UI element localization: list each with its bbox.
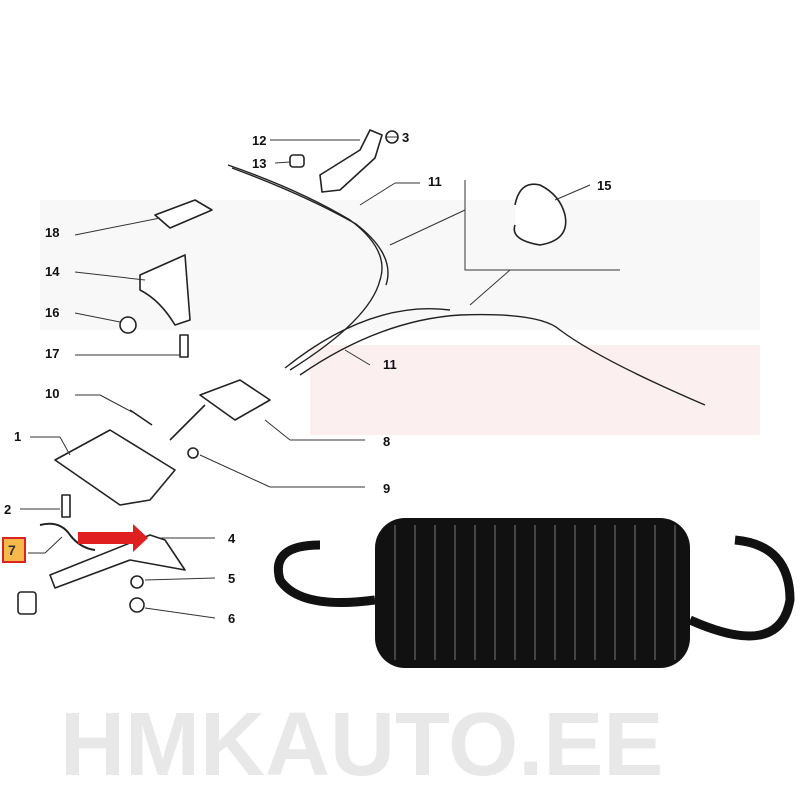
key-tool (17, 591, 37, 615)
nut-6 (129, 597, 145, 613)
callout-8: 8 (383, 434, 390, 449)
callout-17: 17 (45, 346, 59, 361)
plate-1 (54, 429, 176, 506)
callout-11-top: 11 (428, 174, 442, 189)
callout-18: 18 (45, 225, 59, 240)
callout-13: 13 (252, 156, 266, 171)
bushing-13 (289, 154, 305, 168)
callout-10: 10 (45, 386, 59, 401)
callout-4: 4 (228, 531, 236, 546)
callout-6: 6 (228, 611, 235, 626)
bolt-2 (61, 494, 71, 518)
callout-3: 3 (402, 130, 409, 145)
lever-4 (49, 534, 186, 589)
clip-15 (513, 183, 567, 246)
watermark-bottom: HMKAUTO.EE (60, 695, 663, 795)
callout-14: 14 (45, 264, 60, 279)
callout-5: 5 (228, 571, 235, 586)
lever-8 (169, 379, 271, 441)
callout-16: 16 (45, 305, 59, 320)
clip-18 (154, 199, 213, 229)
watermark: HMKAUTO.EE (40, 200, 760, 795)
leader-lines (20, 136, 591, 619)
callout-2: 2 (4, 502, 11, 517)
spring-7-small (39, 522, 96, 551)
spring-7-photo (274, 518, 795, 668)
callout-15: 15 (597, 178, 611, 193)
grommet-16 (119, 316, 137, 334)
callout-1: 1 (14, 429, 21, 444)
callout-labels: 1 2 3 4 5 6 8 9 10 11 11 12 13 14 15 16 … (4, 130, 611, 626)
bolt-17 (179, 334, 189, 358)
parts (17, 129, 567, 615)
pin-10 (129, 409, 153, 426)
washer-5 (130, 575, 144, 589)
bracket-12 (319, 129, 383, 193)
bracket-14 (139, 254, 191, 326)
washer-9 (187, 447, 199, 459)
callout-9: 9 (383, 481, 390, 496)
callout-12: 12 (252, 133, 266, 148)
callout-11-bottom: 11 (383, 357, 397, 372)
callout-7-highlighted: 7 (2, 537, 26, 563)
arrow-pointer (78, 524, 148, 552)
handbrake-cables (227, 164, 706, 406)
